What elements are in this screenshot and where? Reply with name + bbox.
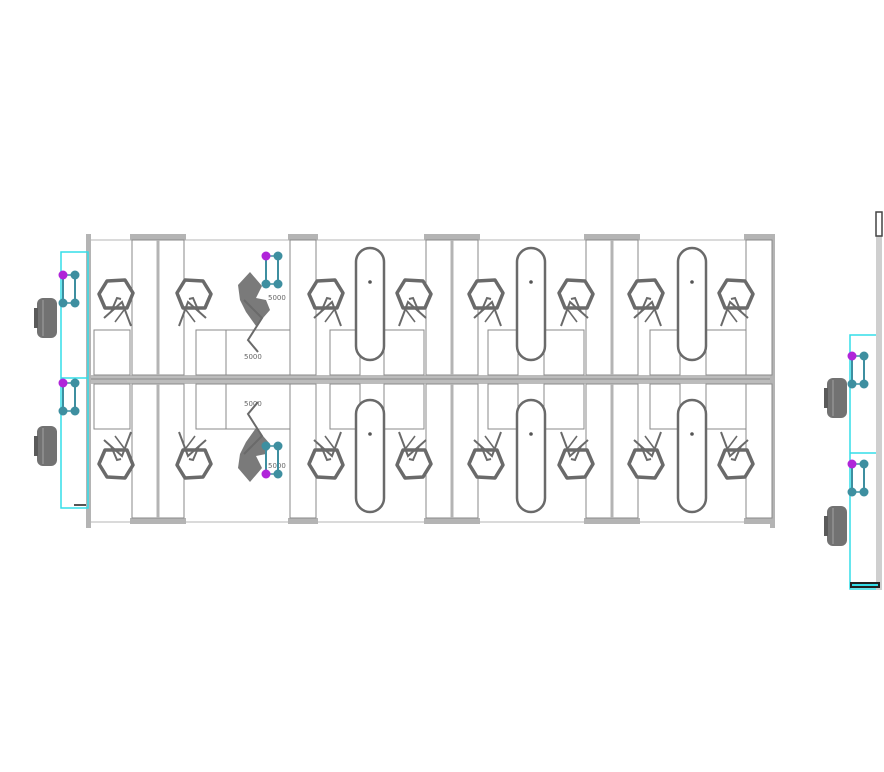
tag-b-top: 5000 <box>244 353 262 361</box>
left-service-bay <box>34 251 89 509</box>
wall-top-2 <box>288 234 318 240</box>
tag-a-top: 5000 <box>268 294 286 302</box>
office-chair-icon <box>97 430 135 480</box>
right-service-bay <box>824 211 883 590</box>
connection-node-icon <box>260 250 284 290</box>
wall-top-5 <box>744 234 774 240</box>
wall-bottom-3 <box>424 518 480 524</box>
wall-top-4 <box>584 234 640 240</box>
rounded-pod-icon <box>354 246 386 362</box>
wall-bottom-2 <box>288 518 318 524</box>
rounded-pod-icon <box>676 398 708 514</box>
office-chair-icon <box>175 430 213 480</box>
desk-surfaces <box>93 329 747 430</box>
right-end-wall <box>770 234 775 528</box>
office-chair-icon <box>97 278 135 328</box>
connection-node-icon <box>260 440 284 480</box>
rounded-pod-icon <box>676 246 708 362</box>
printer-icon <box>34 298 57 338</box>
tag-a-bottom: 5000 <box>244 400 262 408</box>
corner-station-bottom: 5000 5000 <box>225 383 291 482</box>
wall-bottom-1 <box>130 518 186 524</box>
corner-station-top: 5000 5000 <box>225 272 291 376</box>
rounded-pod-icon <box>515 398 547 514</box>
wall-top-3 <box>424 234 480 240</box>
wall-top-1 <box>130 234 186 240</box>
rounded-pod-icon <box>515 246 547 362</box>
wall-bottom-4 <box>584 518 640 524</box>
tag-b-bottom: 5000 <box>268 462 286 470</box>
printer-icon <box>824 506 847 546</box>
printer-icon <box>34 426 57 466</box>
wall-bottom-5 <box>744 518 774 524</box>
office-chair-icon <box>175 278 213 328</box>
rounded-pod-icon <box>354 398 386 514</box>
workstation-cluster-main: 5000 5000 5000 5000 <box>86 234 775 528</box>
printer-icon <box>824 378 847 418</box>
